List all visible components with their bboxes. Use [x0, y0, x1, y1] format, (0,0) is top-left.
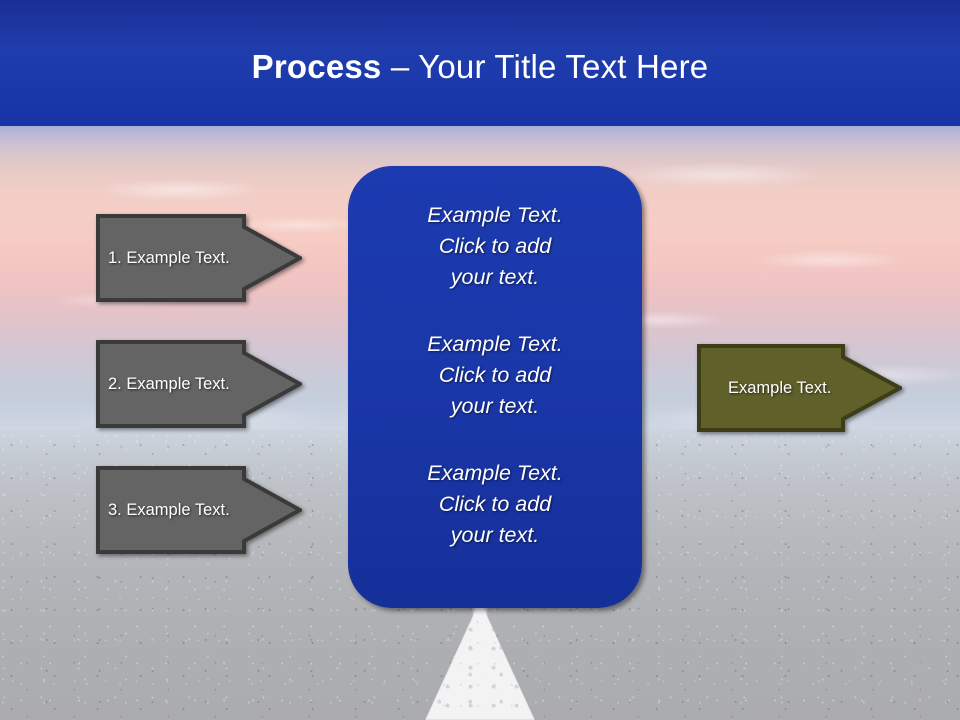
right-arrow-icon	[96, 340, 302, 428]
panel-paragraph-2: Example Text. Click to add your text.	[348, 329, 642, 422]
step-arrow-2-label: 2. Example Text.	[108, 374, 230, 393]
panel-paragraph-2-line-2: Click to add	[438, 363, 552, 387]
result-arrow-label: Example Text.	[728, 378, 832, 397]
panel-paragraph-2-line-3: your text.	[450, 394, 540, 418]
step-arrow-1[interactable]: 1. Example Text.	[96, 214, 302, 302]
panel-paragraph-1-line-1: Example Text.	[427, 203, 563, 227]
right-arrow-icon	[697, 344, 902, 432]
title-band	[0, 0, 960, 126]
step-arrow-3[interactable]: 3. Example Text.	[96, 466, 302, 554]
panel-paragraph-1: Example Text. Click to add your text.	[348, 200, 642, 293]
page-title-bold: Process	[251, 48, 382, 85]
page-title-rest: – Your Title Text Here	[381, 48, 709, 85]
panel-paragraph-3: Example Text. Click to add your text.	[348, 458, 642, 551]
right-arrow-icon	[96, 214, 302, 302]
step-arrow-1-label: 1. Example Text.	[108, 248, 230, 267]
right-arrow-icon	[96, 466, 302, 554]
panel-paragraph-1-line-2: Click to add	[438, 234, 552, 258]
panel-paragraph-2-line-1: Example Text.	[427, 332, 563, 356]
step-arrow-3-label: 3. Example Text.	[108, 500, 230, 519]
page-title: Process – Your Title Text Here	[0, 48, 960, 86]
panel-paragraph-1-line-3: your text.	[450, 265, 540, 289]
panel-paragraph-3-line-2: Click to add	[438, 492, 552, 516]
result-arrow[interactable]: Example Text.	[697, 344, 902, 432]
center-text-panel[interactable]: Example Text. Click to add your text. Ex…	[348, 166, 642, 608]
panel-paragraph-3-line-3: your text.	[450, 523, 540, 547]
panel-paragraph-3-line-1: Example Text.	[427, 461, 563, 485]
step-arrow-2[interactable]: 2. Example Text.	[96, 340, 302, 428]
